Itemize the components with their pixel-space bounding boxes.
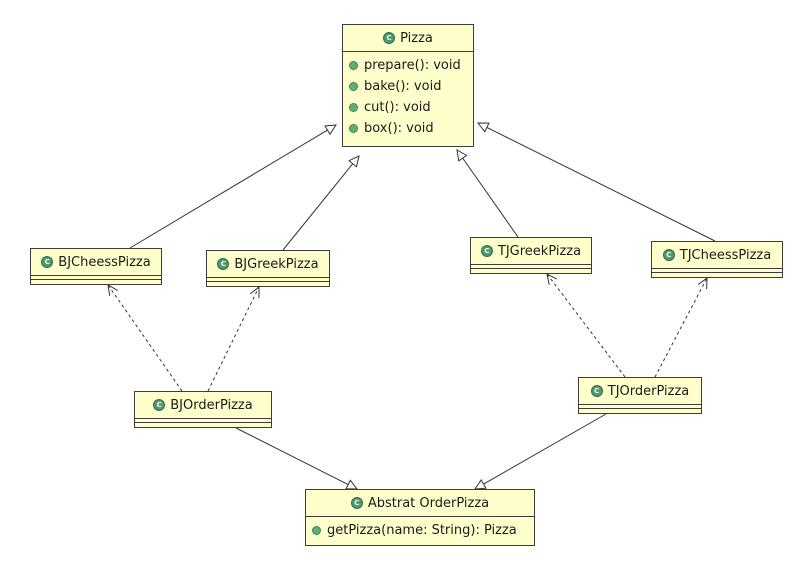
generalization-edge-bjcheess-pizza bbox=[129, 129, 328, 249]
class-divider bbox=[306, 516, 534, 519]
class-divider bbox=[471, 264, 591, 268]
dependency-edge-bjorder-bjcheess bbox=[107, 284, 183, 392]
class-bjcheesspizza[interactable]: C BJCheessPizza bbox=[30, 248, 162, 285]
class-divider bbox=[343, 51, 473, 54]
method-item: getPizza(name: String): Pizza bbox=[306, 520, 534, 541]
class-tjgreekpizza[interactable]: C TJGreekPizza bbox=[470, 237, 592, 274]
class-divider bbox=[31, 279, 161, 280]
class-c-icon: C bbox=[350, 497, 363, 509]
class-divider bbox=[579, 408, 701, 409]
dependency-edge-bjorder-bjgreek bbox=[207, 286, 260, 392]
class-header: C BJGreekPizza bbox=[207, 251, 329, 277]
public-method-icon bbox=[349, 103, 358, 112]
generalization-edge-bjorder-order bbox=[235, 427, 349, 485]
class-divider bbox=[135, 422, 271, 423]
generalization-arrowhead bbox=[456, 149, 468, 162]
method-signature: getPizza(name: String): Pizza bbox=[327, 523, 517, 538]
method-list: getPizza(name: String): Pizza bbox=[306, 519, 534, 543]
generalization-arrowhead bbox=[324, 124, 337, 136]
class-divider bbox=[652, 272, 782, 273]
dependency-arrowhead bbox=[250, 285, 260, 299]
public-method-icon bbox=[349, 61, 358, 70]
class-c-icon: C bbox=[480, 245, 493, 257]
class-c-icon: C bbox=[153, 399, 166, 411]
class-name: Pizza bbox=[400, 30, 433, 46]
dependency-arrowhead bbox=[697, 276, 708, 290]
class-name: TJCheessPizza bbox=[679, 247, 772, 263]
class-divider bbox=[579, 404, 701, 408]
class-divider bbox=[207, 277, 329, 281]
dependency-arrowhead bbox=[546, 273, 558, 285]
method-signature: box(): void bbox=[364, 121, 434, 136]
method-signature: cut(): void bbox=[364, 100, 431, 115]
dependency-edge-tjorder-tjgreek bbox=[546, 273, 626, 378]
generalization-edge-tjgreek-pizza bbox=[462, 157, 519, 238]
class-name: BJOrderPizza bbox=[170, 397, 253, 413]
class-divider bbox=[652, 268, 782, 272]
class-name: TJOrderPizza bbox=[607, 383, 690, 399]
generalization-arrowhead bbox=[345, 479, 359, 490]
class-pizza[interactable]: C Pizza prepare(): void bake(): void cut… bbox=[342, 24, 474, 147]
class-header: C TJGreekPizza bbox=[471, 238, 591, 264]
generalization-arrowhead bbox=[473, 478, 487, 490]
class-divider bbox=[207, 281, 329, 282]
class-header: C Abstrat OrderPizza bbox=[306, 490, 534, 516]
class-divider bbox=[471, 268, 591, 269]
class-header: C BJOrderPizza bbox=[135, 392, 271, 418]
class-c-icon: C bbox=[217, 258, 230, 270]
class-header: C BJCheessPizza bbox=[31, 249, 161, 275]
class-c-icon: C bbox=[662, 249, 675, 261]
class-divider bbox=[135, 418, 271, 422]
class-abstrat-orderpizza[interactable]: C Abstrat OrderPizza getPizza(name: Stri… bbox=[305, 489, 535, 546]
class-tjcheesspizza[interactable]: C TJCheessPizza bbox=[651, 241, 783, 278]
class-name: BJGreekPizza bbox=[234, 256, 319, 272]
generalization-edge-bjgreek-pizza bbox=[282, 163, 354, 251]
generalization-edge-tjorder-order bbox=[483, 413, 607, 485]
class-header: C TJOrderPizza bbox=[579, 378, 701, 404]
class-name: BJCheessPizza bbox=[58, 254, 151, 270]
method-item: box(): void bbox=[343, 118, 473, 139]
class-c-icon: C bbox=[41, 256, 54, 268]
class-header: C TJCheessPizza bbox=[652, 242, 782, 268]
generalization-arrowhead bbox=[348, 155, 360, 168]
class-c-icon: C bbox=[590, 385, 603, 397]
class-name: TJGreekPizza bbox=[497, 243, 582, 259]
public-method-icon bbox=[312, 526, 321, 535]
method-signature: prepare(): void bbox=[364, 58, 461, 73]
method-item: cut(): void bbox=[343, 97, 473, 118]
method-item: bake(): void bbox=[343, 76, 473, 97]
generalization-edge-tjcheess-pizza bbox=[486, 126, 716, 242]
dependency-arrowhead bbox=[107, 284, 118, 296]
method-list: prepare(): void bake(): void cut(): void… bbox=[343, 54, 473, 141]
class-bjgreekpizza[interactable]: C BJGreekPizza bbox=[206, 250, 330, 287]
class-name: Abstrat OrderPizza bbox=[367, 495, 490, 511]
method-item: prepare(): void bbox=[343, 55, 473, 76]
class-c-icon: C bbox=[383, 32, 396, 44]
method-signature: bake(): void bbox=[364, 79, 442, 94]
public-method-icon bbox=[349, 82, 358, 91]
class-tjorderpizza[interactable]: C TJOrderPizza bbox=[578, 377, 702, 414]
class-divider bbox=[31, 275, 161, 279]
class-bjorderpizza[interactable]: C BJOrderPizza bbox=[134, 391, 272, 428]
dependency-edge-tjorder-tjcheess bbox=[654, 277, 708, 378]
generalization-arrowhead bbox=[476, 122, 490, 133]
class-header: C Pizza bbox=[343, 25, 473, 51]
public-method-icon bbox=[349, 124, 358, 133]
